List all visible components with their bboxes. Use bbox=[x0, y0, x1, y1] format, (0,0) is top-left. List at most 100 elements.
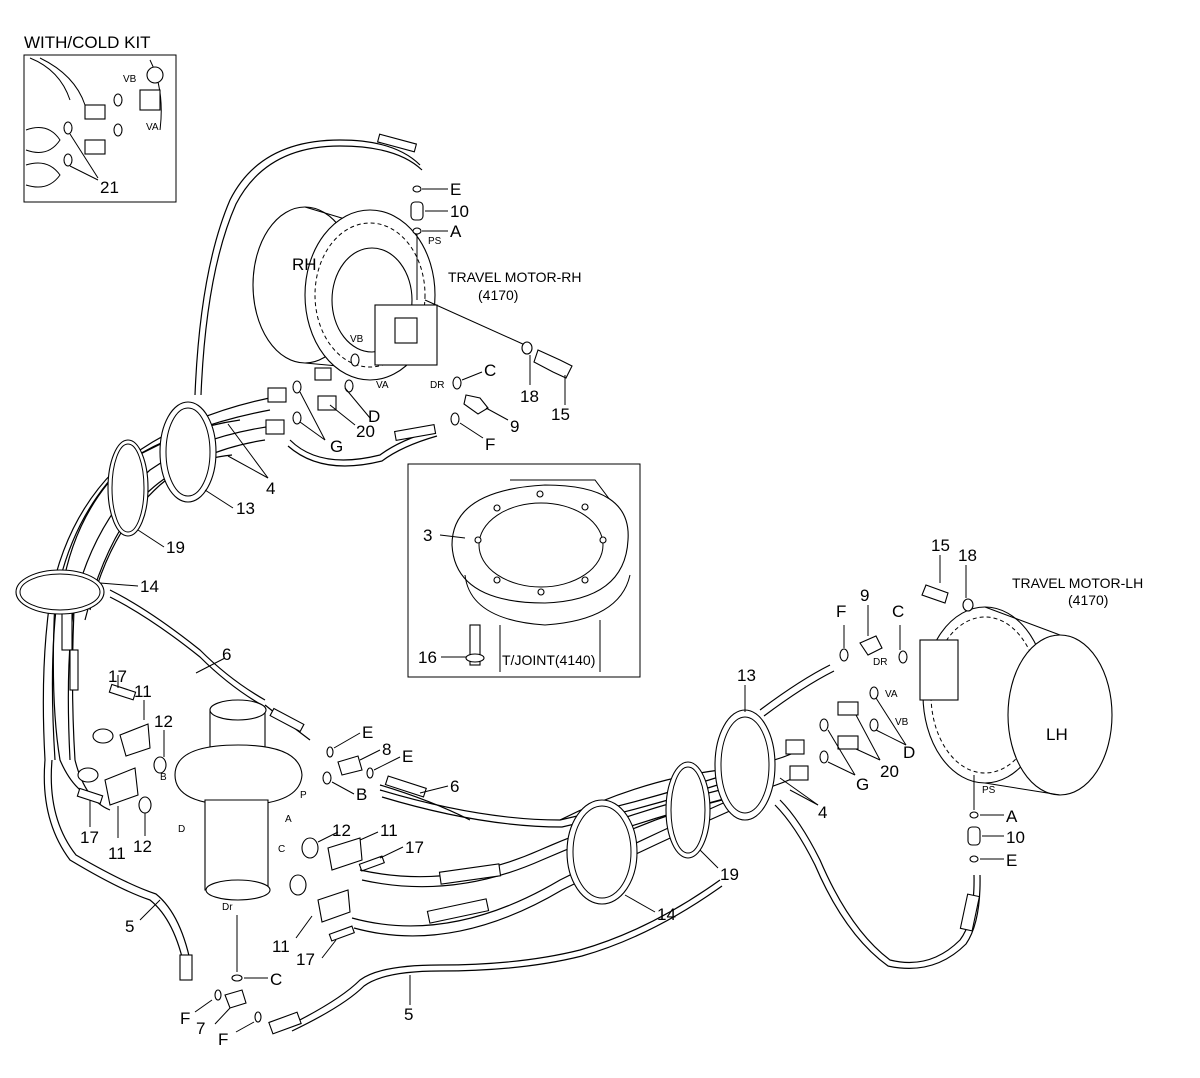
callout-lh-9: 9 bbox=[860, 586, 869, 605]
callout-l-17b: 17 bbox=[80, 828, 99, 847]
callout-lh-18: 18 bbox=[958, 546, 977, 565]
flange-11b bbox=[104, 767, 139, 806]
tj-port-d: D bbox=[178, 824, 185, 835]
lh-port-ps: PS bbox=[982, 785, 996, 796]
lh-port-dr: DR bbox=[873, 657, 887, 668]
callout-rh-e: E bbox=[450, 180, 461, 199]
callout-r-17b: 17 bbox=[296, 950, 315, 969]
travel-motor-lh: LH TRAVEL MOTOR-LH (4170) PS VB VA DR bbox=[873, 575, 1143, 796]
cold-kit-label-vb: VB bbox=[123, 74, 137, 85]
pilot-hose-5-left bbox=[43, 759, 186, 971]
callout-l-12a: 12 bbox=[154, 712, 173, 731]
callout-r-11b: 11 bbox=[272, 937, 290, 956]
callout-16: 16 bbox=[418, 648, 437, 667]
rh-motor-code: (4170) bbox=[478, 287, 518, 303]
rh-motor-title: TRAVEL MOTOR-RH bbox=[448, 269, 582, 285]
callout-rh-9: 9 bbox=[510, 417, 519, 436]
cold-kit-inset: WITH/COLD KIT VB VA 21 bbox=[23, 33, 177, 203]
clamp-19-rh bbox=[107, 439, 149, 537]
tj-port-dr: Dr bbox=[222, 902, 233, 913]
lh-port-vb: VB bbox=[895, 717, 909, 728]
tj-port-c: C bbox=[278, 844, 285, 855]
tj-port-p: P bbox=[300, 790, 307, 801]
lh-motor-code: (4170) bbox=[1068, 592, 1108, 608]
callout-3: 3 bbox=[423, 526, 432, 545]
tj-port-b: B bbox=[160, 772, 167, 783]
callout-lh-c: C bbox=[892, 602, 904, 621]
callout-lh-f: F bbox=[836, 602, 846, 621]
clamp-ring-14-mid bbox=[566, 799, 638, 905]
callout-l-12b: 12 bbox=[133, 837, 152, 856]
callout-bot-5: 5 bbox=[404, 1005, 413, 1024]
callout-tj-e1: E bbox=[362, 723, 373, 742]
clamp-13-lh bbox=[714, 709, 776, 821]
flange-11a bbox=[119, 723, 151, 757]
callout-rh-13: 13 bbox=[236, 499, 255, 518]
lh-fitting-10 bbox=[967, 826, 981, 846]
callout-tj-e2: E bbox=[402, 747, 413, 766]
callout-left-14: 14 bbox=[140, 577, 159, 596]
callout-l-17a: 17 bbox=[108, 667, 127, 686]
left-hose-bundle: 14 19 13 4 bbox=[15, 387, 287, 811]
callout-right-6: 6 bbox=[450, 777, 459, 796]
rh-oring-e bbox=[412, 185, 422, 193]
lh-bolt-15 bbox=[921, 584, 949, 604]
callout-r-12: 12 bbox=[332, 821, 351, 840]
callout-rh-20: 20 bbox=[356, 422, 375, 441]
callout-top-6: 6 bbox=[222, 645, 231, 664]
callout-rh-g: G bbox=[330, 437, 343, 456]
callout-rh-10: 10 bbox=[450, 202, 469, 221]
tee-8 bbox=[337, 755, 363, 776]
lh-motor-tag: LH bbox=[1046, 725, 1068, 744]
travel-motor-rh: RH TRAVEL MOTOR-RH (4170) PS VB VA DR bbox=[252, 206, 582, 391]
right-hose-bundle: 14 19 13 4 bbox=[559, 664, 835, 924]
oring-12b bbox=[138, 796, 152, 814]
lh-motor-title: TRAVEL MOTOR-LH bbox=[1012, 575, 1143, 591]
oring-12a bbox=[153, 756, 167, 774]
callout-lh-20: 20 bbox=[880, 762, 899, 781]
callout-bot-7: 7 bbox=[196, 1019, 205, 1038]
t-joint-title: T/JOINT(4140) bbox=[502, 652, 595, 668]
callout-bot-f1: F bbox=[180, 1009, 190, 1028]
tj-port-a: A bbox=[285, 814, 292, 825]
callout-rh-a: A bbox=[450, 222, 462, 241]
cold-kit-label-va: VA bbox=[146, 122, 159, 133]
callout-lh-4: 4 bbox=[818, 803, 827, 822]
callout-r-17a: 17 bbox=[405, 838, 424, 857]
pilot-hose-5-right bbox=[289, 879, 721, 1026]
rh-adapter-20b bbox=[314, 367, 332, 381]
rh-port-ps: PS bbox=[428, 236, 442, 247]
callout-lh-15: 15 bbox=[931, 536, 950, 555]
callout-lh-10: 10 bbox=[1006, 828, 1025, 847]
callout-rh-c: C bbox=[484, 361, 496, 380]
flange-11c bbox=[327, 837, 363, 871]
lh-elbow-9 bbox=[859, 635, 883, 656]
callout-tj-b: B bbox=[356, 785, 367, 804]
callout-bot-f2: F bbox=[218, 1030, 228, 1049]
callout-bot-c: C bbox=[270, 970, 282, 989]
rh-fitting-10 bbox=[410, 201, 424, 221]
callout-lh-a: A bbox=[1006, 807, 1018, 826]
rh-elbow-9 bbox=[463, 394, 489, 415]
callout-left-5: 5 bbox=[125, 917, 134, 936]
callout-l-11b: 11 bbox=[108, 844, 126, 863]
rh-motor-tag: RH bbox=[292, 255, 317, 274]
callout-r-11a: 11 bbox=[380, 821, 398, 840]
callout-tj-8: 8 bbox=[382, 740, 391, 759]
callout-rh-19: 19 bbox=[166, 538, 185, 557]
rh-bolt-15 bbox=[533, 349, 573, 379]
rh-pilot-hose bbox=[194, 139, 421, 396]
flange-11d bbox=[317, 889, 351, 923]
tee-7 bbox=[224, 989, 247, 1009]
callout-rh-18: 18 bbox=[520, 387, 539, 406]
rh-port-va: VA bbox=[376, 380, 389, 391]
callout-rh-d: D bbox=[368, 407, 380, 426]
callout-rh-15: 15 bbox=[551, 405, 570, 424]
callout-mid-19: 19 bbox=[720, 865, 739, 884]
clamp-13-rh bbox=[159, 401, 217, 503]
callout-lh-g: G bbox=[856, 775, 869, 794]
bolt-16 bbox=[469, 624, 481, 666]
lh-washer-18 bbox=[962, 598, 974, 612]
callout-lh-d: D bbox=[903, 743, 915, 762]
rh-port-vb: VB bbox=[350, 334, 364, 345]
